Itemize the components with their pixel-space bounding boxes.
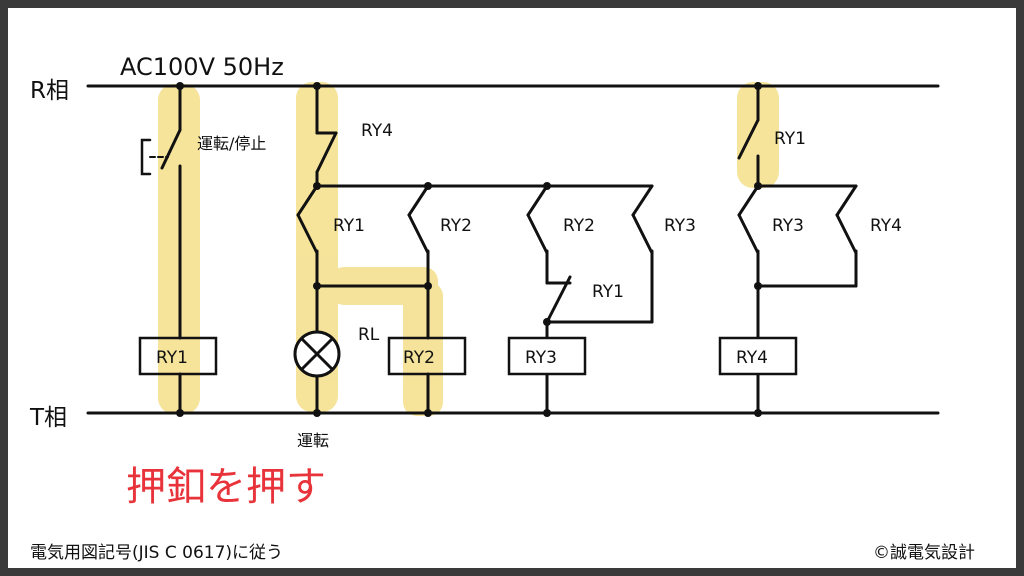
ry3-contact-a-blade (631, 213, 654, 255)
ry1-contact-c-label: RY1 (774, 129, 806, 149)
ry3-contact-a-label: RY3 (664, 216, 696, 236)
pushbutton-head (140, 138, 152, 176)
run-stop-switch-blade (160, 128, 182, 170)
ry1-nc-contact-blade (545, 275, 572, 324)
lamp-label: RL (358, 325, 380, 345)
junction-dot (313, 182, 321, 190)
run-lamp-symbol (293, 330, 341, 378)
wire (631, 184, 654, 217)
supply-title: AC100V 50Hz (120, 53, 284, 81)
junction-dot (543, 182, 551, 190)
t-phase-label: T相 (29, 405, 67, 431)
junction-dot (313, 409, 321, 417)
coil-ry1-label: RY1 (156, 348, 188, 368)
lamp-cross (299, 336, 335, 372)
ry4-nc-contact-blade (315, 131, 338, 174)
coil-ry3-box (507, 336, 587, 376)
coil-ry4-box (718, 336, 798, 376)
wire (296, 184, 319, 217)
ry1-contact-c-blade (737, 118, 760, 160)
ry1-contact-a-label: RY1 (333, 216, 365, 236)
run-stop-switch-label: 運転/停止 (197, 134, 266, 153)
coils (138, 336, 798, 376)
ry1-contact-b-label: RY1 (592, 282, 624, 302)
junction-dot (543, 318, 551, 326)
junction-dot (313, 282, 321, 290)
coil-ry4-label: RY4 (736, 348, 768, 368)
ry3-contact-b-label: RY3 (772, 216, 804, 236)
junction-dot (424, 409, 432, 417)
wire (526, 184, 549, 217)
highlight-ry4-branch (296, 82, 338, 412)
junction-dot (424, 282, 432, 290)
coil-ry1-box (138, 336, 218, 376)
junction-dot (543, 409, 551, 417)
junction-dot (313, 82, 321, 90)
lamp-caption: 運転 (297, 431, 329, 450)
ry2-contact-a-label: RY2 (440, 216, 472, 236)
junctions (176, 82, 762, 417)
standard-note: 電気用図記号(JIS C 0617)に従う (30, 543, 283, 563)
coil-ry2-label: RY2 (403, 348, 435, 368)
junction-dot (754, 282, 762, 290)
coil-ry2-box (387, 336, 467, 376)
highlight-layer (158, 82, 779, 416)
junction-dot (176, 82, 184, 90)
wiring (86, 84, 940, 415)
wire (835, 184, 858, 217)
highlight-ry1-contact-right (737, 82, 779, 188)
ry4-contact-b-blade (835, 213, 858, 255)
junction-dot (754, 82, 762, 90)
ry2-contact-b-blade (526, 213, 549, 255)
ry1-contact-blade (296, 213, 319, 255)
ry3-contact-b-blade (737, 213, 760, 255)
junction-dot (176, 409, 184, 417)
ry4-top-contact-label: RY4 (361, 121, 393, 141)
ry2-contact-blade (407, 213, 430, 255)
highlight-ry2-branch (403, 282, 443, 416)
junction-dot (754, 409, 762, 417)
coil-ry3-label: RY3 (525, 348, 557, 368)
ry4-contact-b-label: RY4 (870, 216, 902, 236)
r-phase-label: R相 (30, 78, 69, 104)
junction-dot (754, 182, 762, 190)
ry2-contact-b-label: RY2 (563, 216, 595, 236)
instruction-annotation: 押釦を押す (126, 464, 326, 510)
junction-dot (424, 182, 432, 190)
copyright: ©誠電気設計 (873, 543, 975, 563)
wire (737, 184, 760, 217)
wire (407, 184, 430, 217)
